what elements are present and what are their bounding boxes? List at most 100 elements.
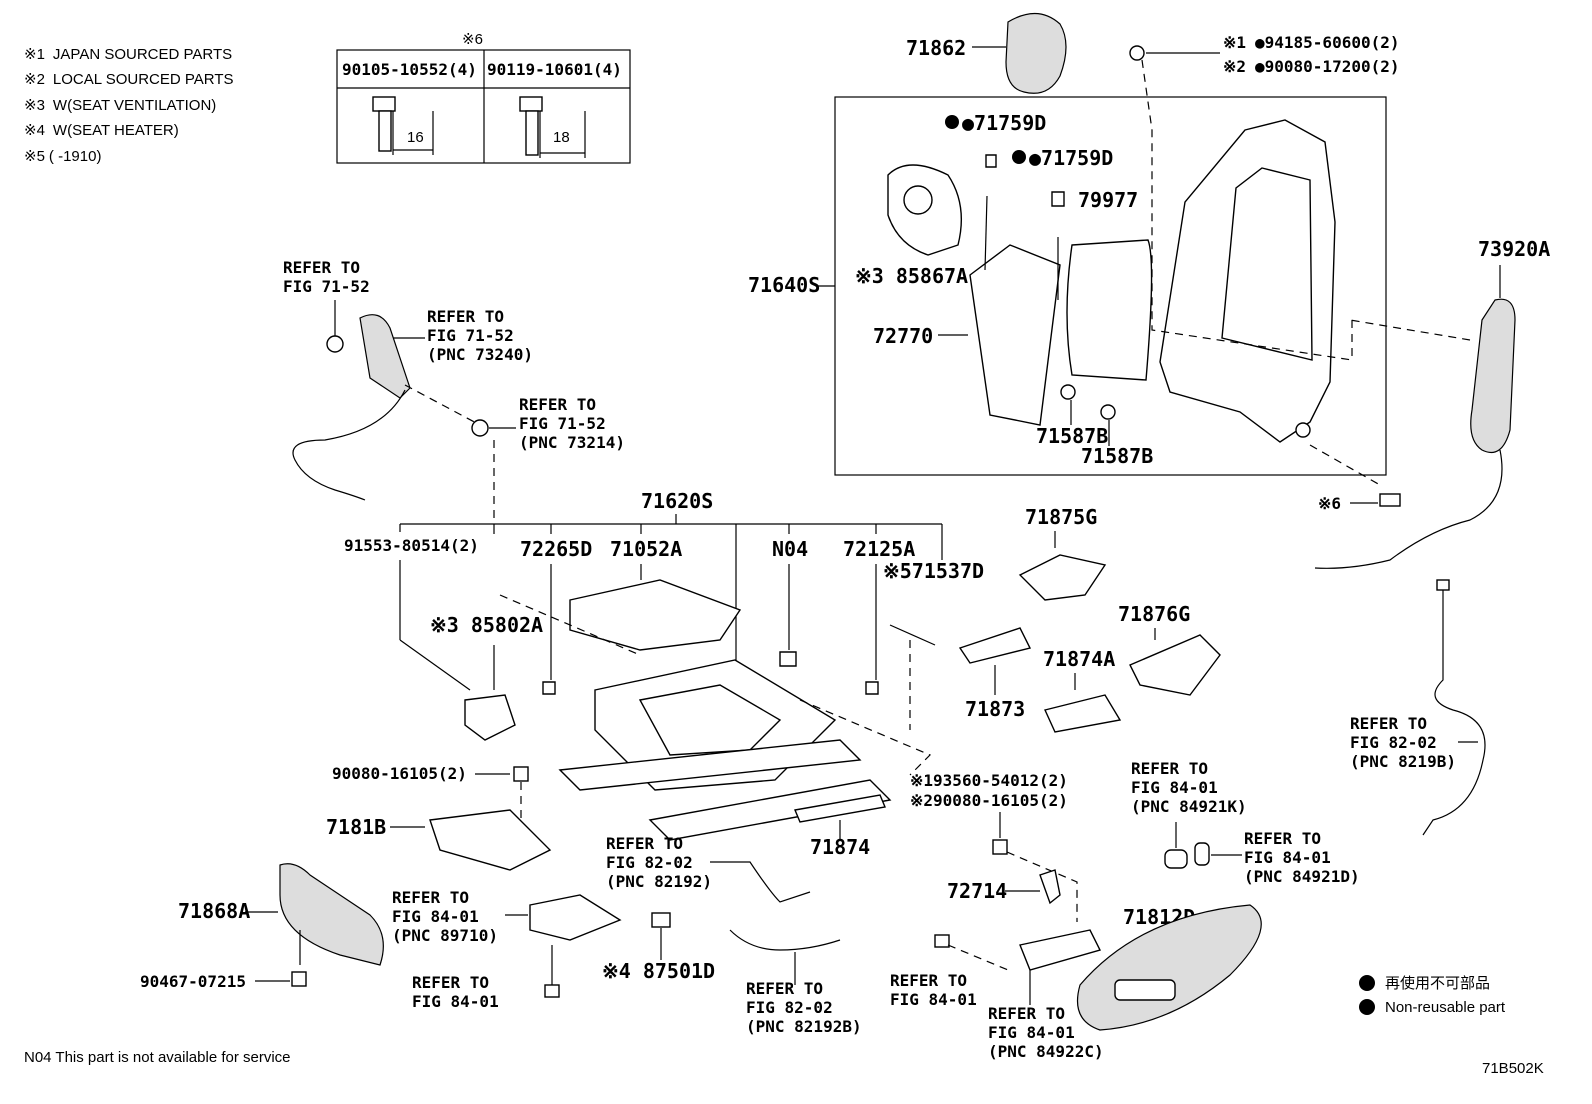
seatback-frame-icon: [1159, 119, 1336, 443]
label-7181B: 7181B: [326, 815, 386, 839]
harness-8219B-icon: [1422, 585, 1486, 836]
refer-89710: REFER TO FIG 84-01 (PNC 89710): [392, 888, 498, 945]
svg-text:FIG 84-01: FIG 84-01: [988, 1023, 1075, 1042]
label-71873: 71873: [965, 697, 1025, 721]
svg-text:(PNC 84922C): (PNC 84922C): [988, 1042, 1104, 1061]
nut-icon: [1129, 45, 1145, 61]
svg-text:FIG 84-01: FIG 84-01: [412, 992, 499, 1011]
label-71868A: 71868A: [178, 899, 250, 923]
label-71052A: 71052A: [610, 537, 682, 561]
label-71640S: 71640S: [748, 273, 820, 297]
label-90080-16105-b: ※290080-16105(2): [910, 791, 1068, 810]
svg-text:(PNC 82192): (PNC 82192): [606, 872, 712, 891]
label-m2: ※2: [1223, 57, 1246, 76]
label-71874A: 71874A: [1043, 647, 1115, 671]
svg-text:FIG 84-01: FIG 84-01: [1244, 848, 1331, 867]
label-N04: N04: [772, 537, 808, 561]
harness-82192-icon: [710, 861, 811, 903]
svg-text:FIG 71-52: FIG 71-52: [519, 414, 606, 433]
label-71587B-a: 71587B: [1036, 424, 1108, 448]
seat-side-cover-icon: [279, 863, 384, 966]
bolt-18-icon: [519, 96, 586, 158]
svg-text:REFER TO: REFER TO: [283, 258, 360, 277]
figure-code: 71B502K: [1482, 1060, 1544, 1077]
bolt-16-icon: [372, 96, 434, 155]
recliner-bracket-icon: [429, 809, 552, 871]
label-71759D-b: ●71759D: [1029, 146, 1113, 170]
label-72714: 72714: [947, 879, 1007, 903]
label-71875G: 71875G: [1025, 505, 1097, 529]
knob-icon: [1164, 849, 1188, 869]
seat-adjuster-icon: [569, 579, 742, 651]
refer-84921D: REFER TO FIG 84-01 (PNC 84921D): [1244, 829, 1360, 886]
svg-text:(PNC 89710): (PNC 89710): [392, 926, 498, 945]
svg-text:(PNC 73214): (PNC 73214): [519, 433, 625, 452]
svg-text:REFER TO: REFER TO: [890, 971, 967, 990]
rail-cover-icon: [794, 794, 886, 823]
footer-note: N04 This part is not available for servi…: [24, 1049, 291, 1066]
clip-72265D-icon: [542, 681, 556, 695]
refer-84922C: REFER TO FIG 84-01 (PNC 84922C): [988, 1004, 1104, 1061]
svg-text:(PNC 84921D): (PNC 84921D): [1244, 867, 1360, 886]
bolt-icon-3: [544, 984, 560, 998]
label-71537D: ※571537D: [883, 559, 984, 583]
side-shield-icon: [1076, 904, 1262, 1031]
label-72265D: 72265D: [520, 537, 592, 561]
switch-panel-icon: [1114, 979, 1176, 1001]
bolt-col2: 90119-10601(4): [487, 60, 622, 79]
heater-connector-icon: [651, 912, 671, 928]
bolt-col1: 90105-10552(4): [342, 60, 477, 79]
bolt-dim-18: 18: [553, 129, 570, 146]
non-reusable-jp: 再使用不可部品: [1385, 975, 1490, 992]
trim-71873-icon: [958, 627, 1032, 664]
label-93560: ※193560-54012(2): [910, 771, 1068, 790]
label-90080-16105: 90080-16105(2): [332, 764, 467, 783]
label-85867A: ※3 85867A: [855, 264, 968, 288]
ring-icon: [326, 335, 344, 353]
clip-72125A-icon: [865, 681, 879, 695]
svg-text:FIG 84-01: FIG 84-01: [890, 990, 977, 1009]
airbag-harness-icon: [1314, 449, 1503, 569]
wire-71537D-icon: [889, 624, 936, 646]
refer-82192: REFER TO FIG 82-02 (PNC 82192): [606, 834, 712, 891]
nut-icon-2: [471, 419, 489, 437]
svg-text:FIG 82-02: FIG 82-02: [746, 998, 833, 1017]
bolt-icon-2: [513, 766, 529, 782]
bolt-dim-16: 16: [407, 129, 424, 146]
trim-71874A-icon: [1044, 694, 1122, 733]
label-87501D: ※4 87501D: [602, 959, 715, 983]
svg-text:FIG 84-01: FIG 84-01: [392, 907, 479, 926]
svg-text:REFER TO: REFER TO: [746, 979, 823, 998]
label-72770: 72770: [873, 324, 933, 348]
svg-text:REFER TO: REFER TO: [1244, 829, 1321, 848]
refer-82192B: REFER TO FIG 82-02 (PNC 82192B): [746, 979, 862, 1036]
refer-8219B: REFER TO FIG 82-02 (PNC 8219B): [1350, 714, 1456, 771]
refer-71-52-a: REFER TO FIG 71-52: [283, 258, 370, 296]
clip-icon-2: [1051, 191, 1065, 207]
label-71862: 71862: [906, 36, 966, 60]
non-reusable-en: Non-reusable part: [1385, 999, 1506, 1016]
svg-text:REFER TO: REFER TO: [392, 888, 469, 907]
bracket-72714-icon: [1039, 869, 1061, 905]
refer-84-01-a: REFER TO FIG 84-01: [412, 973, 499, 1011]
trim-71875G-icon: [1018, 554, 1107, 601]
label-85802A: ※3 85802A: [430, 613, 543, 637]
svg-text:FIG 71-52: FIG 71-52: [427, 326, 514, 345]
svg-text:REFER TO: REFER TO: [606, 834, 683, 853]
refer-71-52-b: REFER TO FIG 71-52 (PNC 73240): [427, 307, 533, 364]
lumbar-support-icon: [969, 244, 1061, 426]
svg-text:REFER TO: REFER TO: [427, 307, 504, 326]
label-m1: ※1: [1223, 33, 1246, 52]
screw-icon-2: [934, 934, 950, 948]
label-71587B-b: 71587B: [1081, 444, 1153, 468]
label-90467: 90467-07215: [140, 972, 246, 991]
headrest-cover-icon: [1005, 12, 1067, 94]
seatbelt-buckle-icon: [359, 314, 411, 399]
label-71876G: 71876G: [1118, 602, 1190, 626]
svg-text:FIG 71-52: FIG 71-52: [283, 277, 370, 296]
